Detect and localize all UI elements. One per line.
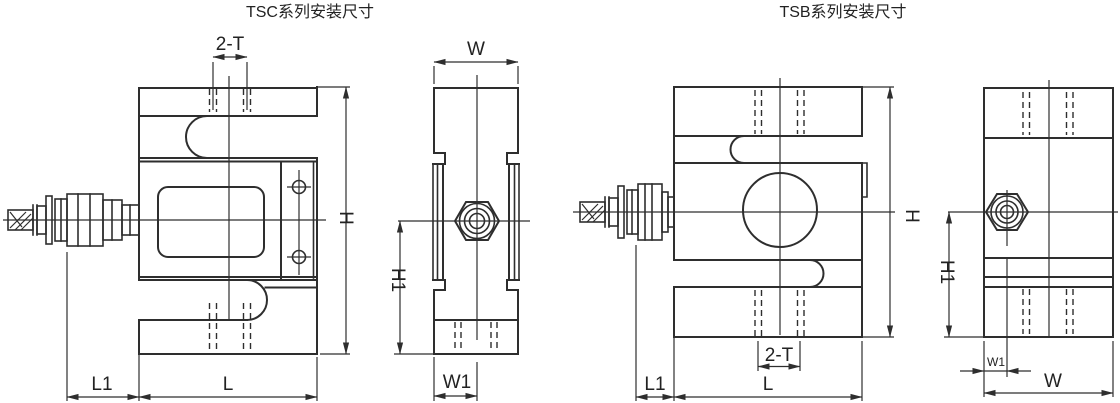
tsc-side-outline — [432, 87, 520, 355]
tsc-side-threaded-holes — [454, 322, 498, 351]
tsb-dim-2t: 2-T — [757, 341, 801, 371]
tsb-dim-h1: H1 — [936, 211, 984, 338]
tsc-side-view: W H1 W1 — [387, 39, 530, 401]
tsc-cover-plate — [280, 160, 315, 279]
tsc-dim-w-label: W — [467, 39, 485, 60]
tsc-dim-2t: 2-T — [212, 34, 248, 110]
tsc-side-plate-right — [513, 163, 520, 281]
tsc-side-hex-nut — [453, 201, 501, 241]
tsb-dim-w1: W1 — [960, 341, 1031, 397]
tsb-side-hex-nut — [984, 193, 1030, 231]
tsc-dim-h: H — [317, 86, 356, 355]
tsb-dim-l: L — [673, 341, 863, 401]
tsc-threaded-holes — [208, 89, 252, 350]
tsc-dim-l-label: L — [223, 374, 234, 395]
tsc-dim-w1: W1 — [433, 357, 478, 401]
tsc-dim-l1-label: L1 — [91, 374, 112, 395]
tsb-front-centerlines — [573, 78, 895, 335]
tsc-cavity-window — [157, 186, 265, 258]
tsc-dim-h1: H1 — [387, 220, 434, 355]
tsb-side-threaded-holes — [1022, 92, 1074, 334]
tsc-dim-h-label: H — [335, 211, 356, 225]
tsb-front-view: 2-T H L1 L — [573, 78, 922, 401]
tsb-front-outline — [673, 86, 868, 338]
tsb-title: TSB系列安装尺寸 — [779, 3, 906, 21]
tsb-threaded-holes — [754, 90, 805, 336]
tsb-dim-h: H — [862, 86, 922, 338]
tsb-cable-gland — [579, 183, 675, 241]
tsc-side-centerlines — [398, 75, 530, 340]
tsc-dim-l: L — [138, 357, 318, 401]
tsb-dim-l1: L1 — [635, 245, 675, 401]
tsb-dim-h1-label: H1 — [936, 260, 957, 284]
tsc-cable-gland — [7, 193, 140, 247]
tsb-dim-2t-label: 2-T — [765, 345, 794, 366]
tsb-side-centerlines — [948, 80, 1118, 377]
tsc-front-outline — [138, 86, 318, 355]
tsc-side-plate-left — [432, 163, 439, 281]
tsb-dim-h-label: H — [901, 209, 922, 223]
tsc-dim-h1-label: H1 — [387, 268, 408, 292]
tsc-dim-2t-label: 2-T — [216, 34, 245, 55]
tsc-title: TSC系列安装尺寸 — [246, 3, 374, 21]
tsb-side-view: H1 W1 W — [936, 80, 1118, 397]
tsc-front-view: 2-T H L1 L — [3, 34, 356, 401]
tsb-dim-l-label: L — [763, 374, 774, 395]
tsb-dim-w: W — [983, 341, 1114, 397]
tsb-dim-w1-label: W1 — [987, 355, 1005, 369]
tsc-dim-w1-label: W1 — [443, 372, 472, 393]
tsb-dim-w-label: W — [1044, 371, 1062, 392]
tsb-side-outline — [983, 87, 1114, 338]
tsb-dim-l1-label: L1 — [644, 374, 665, 395]
tsb-center-hole — [742, 172, 818, 248]
tsc-dim-l1: L1 — [66, 252, 140, 401]
tsc-dim-w: W — [433, 39, 519, 84]
